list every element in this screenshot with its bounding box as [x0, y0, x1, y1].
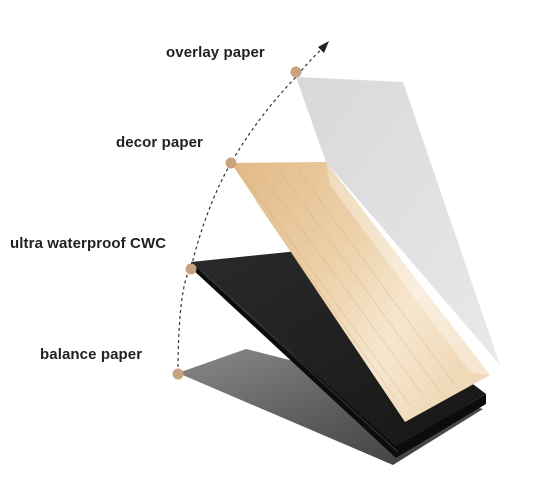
label-overlay-paper: overlay paper	[166, 44, 265, 61]
decor-wood-grain	[245, 169, 456, 406]
overlay-overlap-highlight	[326, 162, 490, 375]
label-balance-paper: balance paper	[40, 346, 143, 363]
core-board-groove	[199, 269, 399, 453]
overlay-paper-sheet	[296, 77, 500, 365]
arrow-head-icon	[318, 41, 329, 53]
label-decor-paper: decor paper	[116, 134, 203, 151]
decor-paper-sheet	[231, 162, 490, 422]
label-ultra-waterproof-cwc: ultra waterproof CWC	[10, 235, 167, 252]
marker-dot-decor	[225, 157, 237, 169]
marker-dot-balance	[172, 368, 184, 380]
marker-dot-overlay	[290, 66, 302, 78]
marker-dot-core	[185, 263, 197, 275]
